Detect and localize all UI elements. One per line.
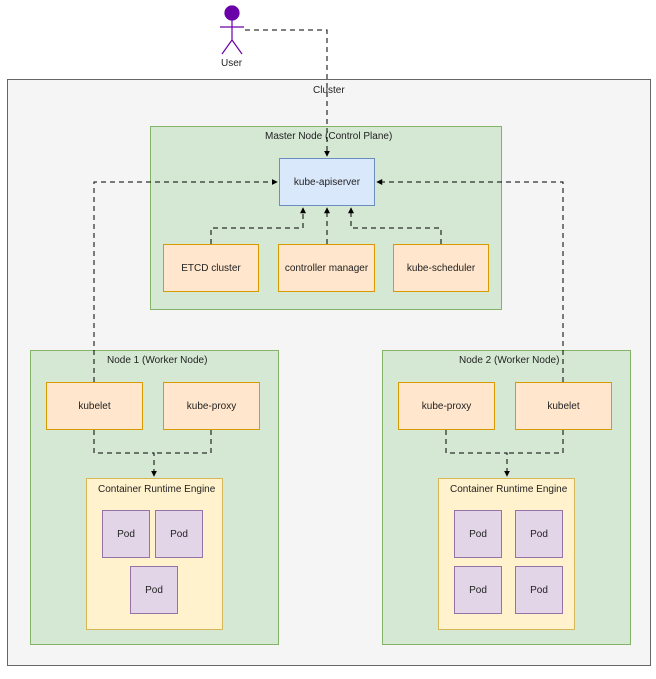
node2-runtime-label: Container Runtime Engine (450, 484, 568, 495)
pod-label: Pod (145, 584, 163, 596)
user-to-apiserver-connector (245, 29, 330, 157)
pod-label: Pod (469, 528, 487, 540)
pod-label: Pod (170, 528, 188, 540)
user-label: User (221, 58, 243, 69)
node2-kube-proxy: kube-proxy (398, 382, 495, 430)
cluster-label: Cluster (313, 85, 345, 96)
controller-manager: controller manager (278, 244, 375, 292)
node1-pod: Pod (102, 510, 150, 558)
node1-pod: Pod (155, 510, 203, 558)
node2-pod: Pod (515, 510, 563, 558)
controller-manager-label: controller manager (284, 262, 369, 274)
etcd-cluster-label: ETCD cluster (181, 262, 241, 274)
pod-label: Pod (117, 528, 135, 540)
node2-pod: Pod (454, 566, 502, 614)
node2-kubelet-label: kubelet (547, 400, 580, 412)
pod-label: Pod (469, 584, 487, 596)
node1-kubelet-to-runtime-connector (93, 430, 157, 477)
node2-proxy-to-runtime-connector (445, 430, 510, 477)
kube-apiserver-label: kube-apiserver (293, 176, 361, 188)
master-node-label: Master Node (Control Plane) (265, 131, 393, 142)
node1-pod: Pod (130, 566, 178, 614)
node2-kubelet-to-runtime-connector (507, 430, 564, 454)
kube-scheduler-label: kube-scheduler (406, 262, 476, 274)
user-icon (220, 5, 244, 55)
pod-label: Pod (530, 528, 548, 540)
node1-kubelet: kubelet (46, 382, 143, 430)
node2-pod: Pod (515, 566, 563, 614)
kube-scheduler: kube-scheduler (393, 244, 489, 292)
etcd-to-apiserver-connector (210, 207, 306, 244)
node2-kubelet-to-apiserver-connector (376, 179, 564, 382)
node1-kube-proxy: kube-proxy (163, 382, 260, 430)
pod-label: Pod (530, 584, 548, 596)
kube-apiserver: kube-apiserver (279, 158, 375, 206)
node1-kubelet-label: kubelet (78, 400, 111, 412)
worker-node-2-label: Node 2 (Worker Node) (459, 355, 560, 366)
node1-kube-proxy-label: kube-proxy (186, 400, 237, 412)
node1-kubelet-to-apiserver-connector (93, 179, 278, 382)
node1-runtime-label: Container Runtime Engine (98, 484, 216, 495)
worker-node-1-label: Node 1 (Worker Node) (107, 355, 208, 366)
node2-kube-proxy-label: kube-proxy (421, 400, 472, 412)
etcd-cluster: ETCD cluster (163, 244, 259, 292)
scheduler-to-apiserver-connector (348, 207, 442, 244)
node2-pod: Pod (454, 510, 502, 558)
node2-kubelet: kubelet (515, 382, 612, 430)
node1-proxy-to-runtime-connector (154, 430, 212, 454)
